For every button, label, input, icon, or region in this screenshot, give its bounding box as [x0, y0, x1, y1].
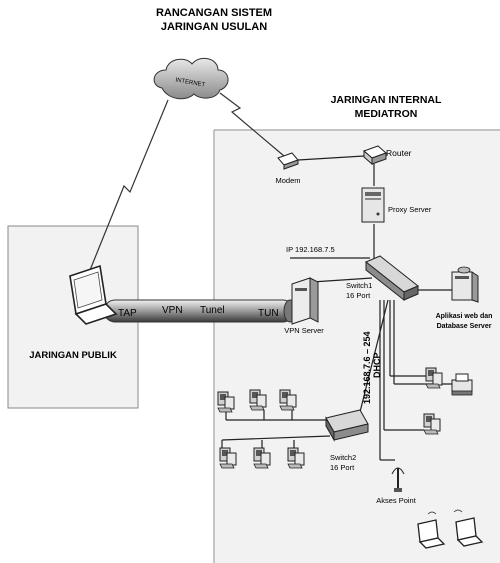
switch1-label-line2: 16 Port: [346, 291, 371, 300]
internal-network-title-line2: MEDIATRON: [355, 108, 418, 120]
vpn-server-icon: [292, 278, 318, 324]
ip-label: IP 192.168.7.5: [286, 245, 335, 254]
dhcp-range-label: 192.168.7.6 – 254: [362, 331, 372, 404]
proxy-server-icon: [362, 188, 384, 222]
tunnel-tap-label: TAP: [118, 308, 137, 319]
switch2-label-line1: Switch2: [330, 453, 356, 462]
diagram-title-line2: JARINGAN USULAN: [161, 21, 267, 33]
public-network-label: JARINGAN PUBLIK: [29, 350, 117, 361]
dhcp-label: DHCP: [372, 352, 382, 378]
vpn-server-label: VPN Server: [284, 326, 324, 335]
diagram-title-line1: RANCANGAN SISTEM: [156, 7, 272, 19]
proxy-server-label: Proxy Server: [388, 205, 432, 214]
app-server-label-line1: Aplikasi web dan: [436, 313, 493, 320]
switch2-label-line2: 16 Port: [330, 463, 355, 472]
internal-network-title-line1: JARINGAN INTERNAL: [331, 94, 442, 106]
tunnel-tunel-label: Tunel: [200, 305, 225, 316]
router-label: Router: [386, 148, 412, 158]
access-point-label: Akses Point: [376, 496, 417, 505]
internet-cloud-icon: [154, 58, 228, 98]
tunnel-tun-label: TUN: [258, 308, 279, 319]
tunnel-vpn-label: VPN: [162, 305, 183, 316]
app-server-label-line2: Database Server: [437, 323, 492, 330]
modem-label: Modem: [275, 176, 300, 185]
switch1-label-line1: Switch1: [346, 281, 372, 290]
